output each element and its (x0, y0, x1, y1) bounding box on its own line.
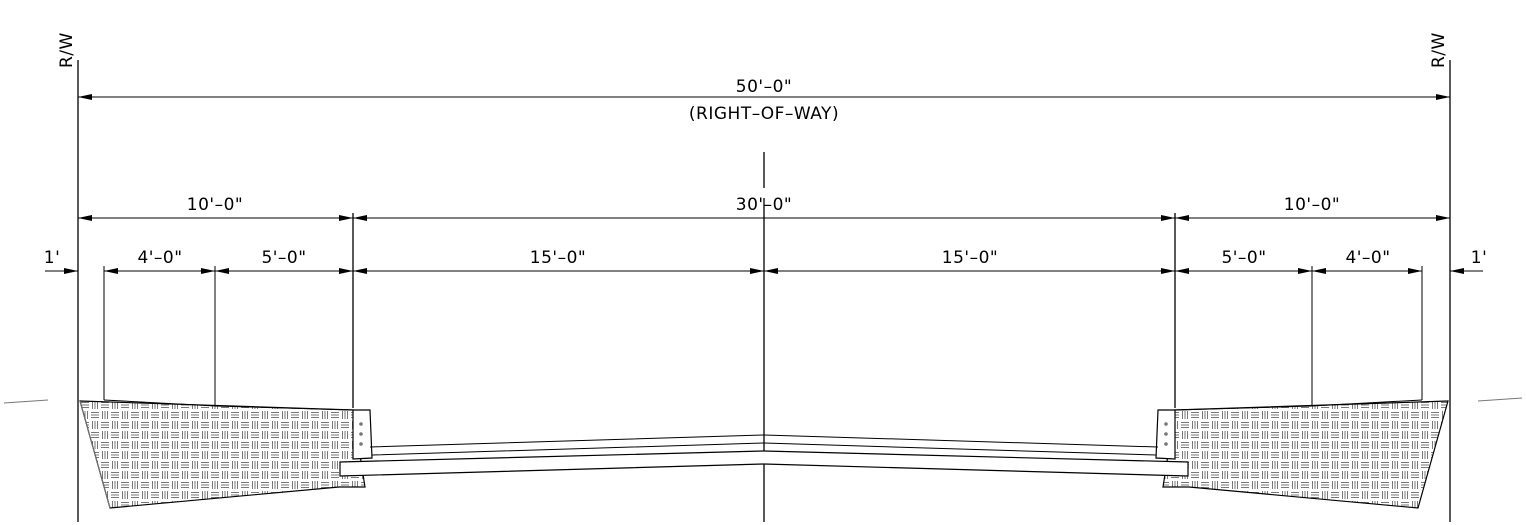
sidewalk-extension-lines (103, 266, 1423, 406)
left-lane-label: 15'–0" (530, 248, 586, 268)
right-border-width-label: 10'–0" (1284, 195, 1340, 215)
overall-dimension: 50'–0" (RIGHT–OF–WAY) (78, 77, 1450, 124)
left-sidewalk-label: 4'–0" (137, 248, 182, 268)
left-curb (352, 409, 373, 460)
rw-label-right: R/W (1429, 32, 1449, 68)
right-offset-label: 1' (1471, 248, 1488, 268)
right-sidewalk-label: 4'–0" (1345, 248, 1390, 268)
pavement-section (339, 434, 1189, 477)
right-lane-label: 15'–0" (942, 248, 998, 268)
right-curb (1155, 409, 1176, 460)
right-border-section (1162, 399, 1449, 509)
rw-lines (77, 60, 1451, 522)
left-border-section (79, 399, 366, 509)
overall-width-label: 50'–0" (736, 77, 792, 97)
left-planting-strip-label: 5'–0" (261, 248, 306, 268)
middle-dimension-row: 10'–0" 30'–0" 10'–0" (78, 195, 1450, 221)
right-planting-strip-label: 5'–0" (1221, 248, 1266, 268)
left-border-width-label: 10'–0" (187, 195, 243, 215)
right-of-way-caption: (RIGHT–OF–WAY) (689, 104, 839, 124)
bottom-dimension-row: 1' 4'–0" 5'–0" 15'–0" 15'–0" 5'–0" 4'–0"… (44, 248, 1488, 274)
rw-label-left: R/W (57, 32, 77, 68)
existing-ground-lines (3, 397, 1523, 404)
curb-extension-lines (352, 213, 1176, 408)
roadway-width-label: 30'–0" (736, 195, 792, 215)
left-offset-label: 1' (44, 248, 61, 268)
